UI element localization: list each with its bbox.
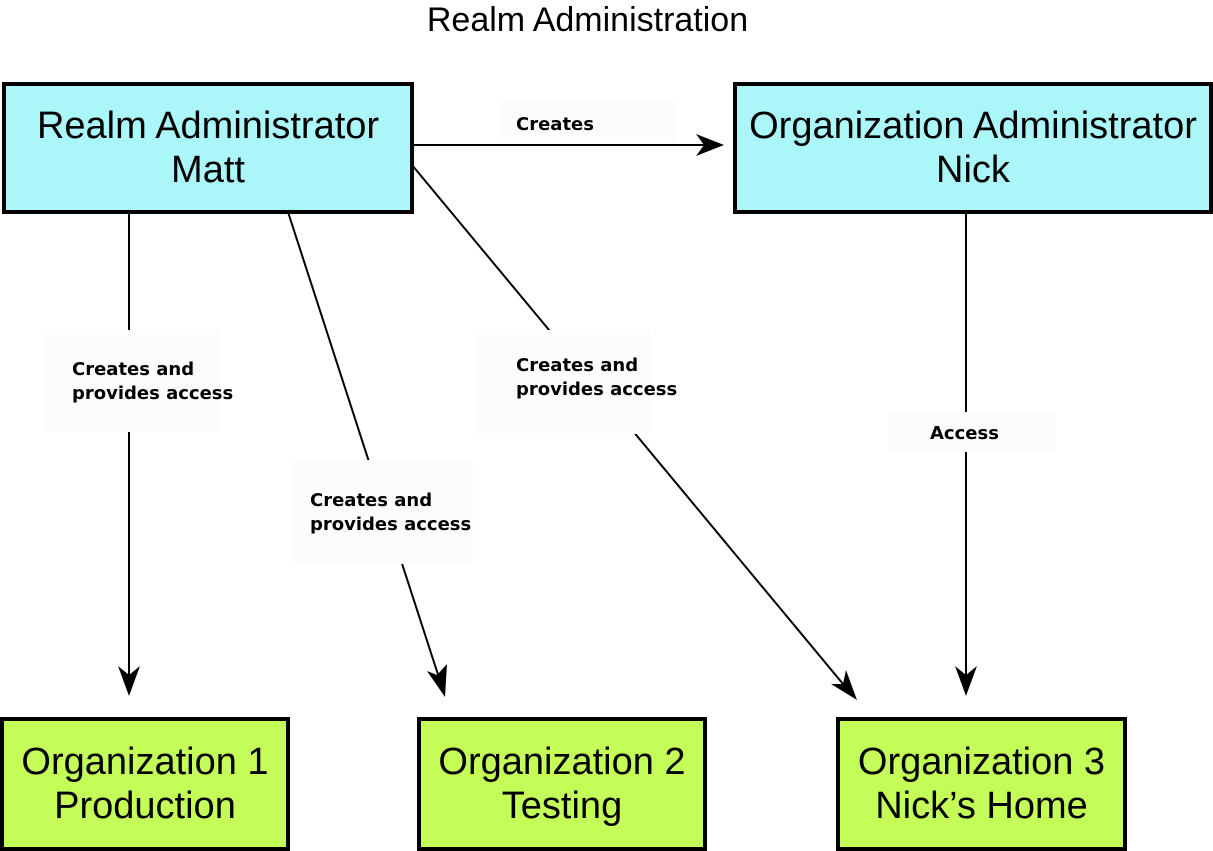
edge-org1-arrowhead bbox=[118, 666, 140, 696]
edge-label-org1-line1: Creates and bbox=[72, 359, 195, 380]
edge-label-access-text: Access bbox=[930, 423, 999, 444]
node-organization-1: Organization 1 Production bbox=[0, 717, 290, 851]
edge-label-org2: Creates and provides access bbox=[293, 460, 473, 564]
node-realm-administrator: Realm Administrator Matt bbox=[2, 82, 414, 214]
diagram-title: Realm Administration bbox=[426, 1, 749, 39]
edge-org2-line bbox=[287, 211, 444, 691]
edge-org2-arrowhead bbox=[427, 664, 447, 697]
edge-creates-arrowhead bbox=[696, 134, 724, 156]
node-organization-administrator: Organization Administrator Nick bbox=[733, 82, 1213, 214]
node-organization-1-subtitle: Production bbox=[54, 785, 236, 827]
edge-label-org2-line1: Creates and bbox=[310, 490, 433, 511]
edge-label-org3-line2: provides access bbox=[516, 379, 678, 400]
node-realm-administrator-name: Matt bbox=[171, 149, 245, 191]
node-organization-2-title: Organization 2 bbox=[438, 741, 686, 783]
node-realm-administrator-role: Realm Administrator bbox=[36, 105, 380, 147]
edge-org3-arrowhead bbox=[831, 670, 857, 700]
edge-label-creates-text: Creates bbox=[516, 114, 594, 135]
edge-label-org2-line2: provides access bbox=[310, 514, 472, 535]
node-organization-3-subtitle: Nick’s Home bbox=[875, 785, 1088, 827]
edge-label-org1-line2: provides access bbox=[72, 383, 234, 404]
edge-label-org3: Creates and provides access bbox=[474, 330, 678, 434]
edge-label-creates: Creates bbox=[498, 100, 676, 142]
edge-label-access: Access bbox=[888, 412, 1056, 452]
node-organization-2: Organization 2 Testing bbox=[417, 717, 707, 851]
edge-access-arrowhead bbox=[955, 666, 977, 696]
node-organization-1-title: Organization 1 bbox=[21, 741, 269, 783]
node-organization-2-subtitle: Testing bbox=[501, 785, 623, 827]
node-organization-3: Organization 3 Nick’s Home bbox=[836, 717, 1127, 851]
edge-label-org1: Creates and provides access bbox=[42, 330, 234, 432]
edge-label-org3-line1: Creates and bbox=[516, 355, 639, 376]
node-organization-administrator-role: Organization Administrator bbox=[749, 105, 1197, 147]
node-organization-administrator-name: Nick bbox=[936, 149, 1010, 191]
node-organization-3-title: Organization 3 bbox=[857, 741, 1106, 783]
